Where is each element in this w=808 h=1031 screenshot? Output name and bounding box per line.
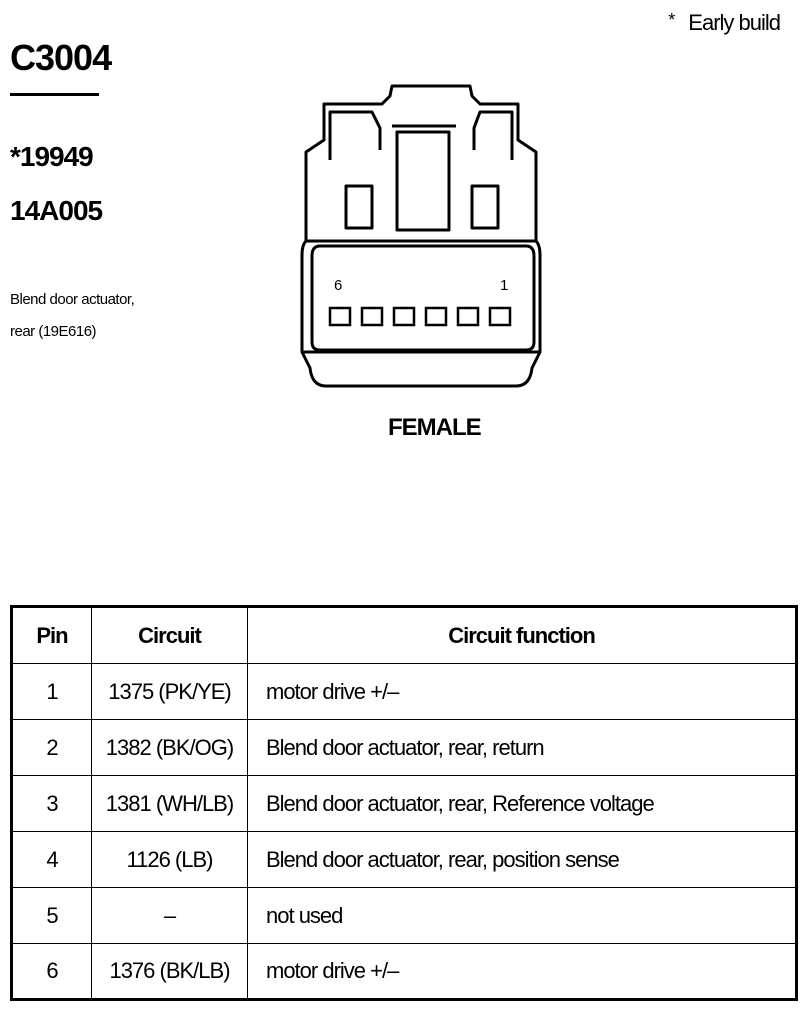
function-cell: Blend door actuator, rear, return [247, 719, 797, 776]
function-cell: motor drive +/– [247, 663, 797, 720]
connector-id-underline [10, 93, 99, 96]
connector-bottom-skirt [300, 350, 542, 388]
connector-left-window [344, 184, 374, 230]
pin-cavity-3 [424, 306, 448, 327]
description-line-1: Blend door actuator, [10, 291, 135, 308]
function-cell: not used [247, 887, 797, 944]
circuit-cell: 1376 (BK/LB) [91, 943, 248, 1000]
table-row: 6 1376 (BK/LB) motor drive +/– [11, 943, 797, 1000]
connector-id: C3004 [10, 37, 112, 78]
part-number-1: *19949 [10, 141, 94, 172]
connector-right-window [470, 184, 500, 230]
pin-cavity-2 [456, 306, 480, 327]
function-cell: motor drive +/– [247, 943, 797, 1000]
pin-cavity-1 [488, 306, 512, 327]
note-text: Early build [688, 10, 781, 35]
header-pin: Pin [11, 606, 92, 664]
connector-face-diagram: 6 1 [300, 84, 542, 388]
circuit-cell: 1381 (WH/LB) [91, 775, 248, 832]
function-cell: Blend door actuator, rear, position sens… [247, 831, 797, 888]
left-pin-label: 6 [334, 277, 342, 294]
circuit-cell: – [91, 887, 248, 944]
connector-housing-outline [304, 84, 538, 241]
pin-cavity-5 [360, 306, 384, 327]
connector-description: Blend door actuator, rear (19E616) [10, 284, 135, 348]
circuit-cell: 1375 (PK/YE) [91, 663, 248, 720]
function-cell: Blend door actuator, rear, Reference vol… [247, 775, 797, 832]
connector-latch-profile [328, 110, 514, 160]
pin-cell: 1 [11, 663, 92, 720]
table-row: 4 1126 (LB) Blend door actuator, rear, p… [11, 831, 797, 888]
early-build-note: * Early build [668, 10, 781, 36]
pin-cell: 2 [11, 719, 92, 776]
pin-cavity-6 [328, 306, 352, 327]
table-row: 3 1381 (WH/LB) Blend door actuator, rear… [11, 775, 797, 832]
header-circuit: Circuit [91, 606, 248, 664]
pin-cavity-row [328, 306, 512, 327]
pin-cell: 5 [11, 887, 92, 944]
circuit-cell: 1126 (LB) [91, 831, 248, 888]
circuit-cell: 1382 (BK/OG) [91, 719, 248, 776]
pin-cavity-4 [392, 306, 416, 327]
pin-cell: 4 [11, 831, 92, 888]
table-header-row: Pin Circuit Circuit function [11, 606, 797, 664]
connector-center-latch [395, 130, 451, 232]
connector-body-outline [300, 239, 542, 352]
note-symbol: * [668, 10, 675, 30]
part-number-2: 14A005 [10, 195, 103, 226]
table-row: 1 1375 (PK/YE) motor drive +/– [11, 663, 797, 720]
table-row: 5 – not used [11, 887, 797, 944]
header-circuit-function: Circuit function [247, 606, 797, 664]
table-row: 2 1382 (BK/OG) Blend door actuator, rear… [11, 719, 797, 776]
description-line-2: rear (19E616) [10, 323, 97, 340]
pin-cell: 3 [11, 775, 92, 832]
right-pin-label: 1 [500, 277, 508, 294]
connector-gender-label: FEMALE [388, 414, 482, 441]
connector-face-panel [310, 244, 536, 352]
pinout-table: Pin Circuit Circuit function 1 1375 (PK/… [10, 605, 798, 1001]
pin-cell: 6 [11, 943, 92, 1000]
